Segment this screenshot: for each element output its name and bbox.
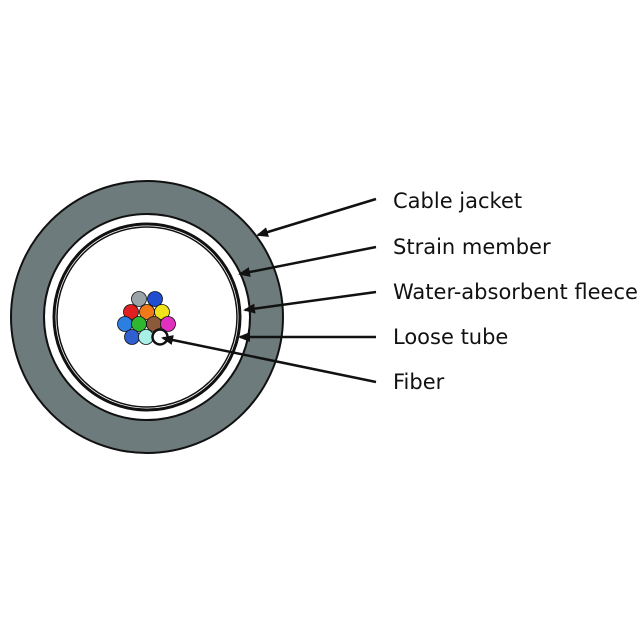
fiber-label: Fiber [393,370,445,394]
fiber-blue-2 [117,316,133,332]
water-absorbent-fleece-pointer [243,290,377,314]
water-absorbent-fleece-label: Water-absorbent fleece [393,280,638,304]
fiber-green [131,316,147,332]
fiber-blue [147,291,163,307]
fiber-pointer [161,335,377,384]
strain-member-pointer [238,245,377,277]
cable-jacket-pointer [256,197,377,237]
loose-tube-label: Loose tube [393,325,508,349]
water-absorbent-fleece [52,222,242,412]
cable-jacket-label: Cable jacket [393,189,522,213]
fiber-blue-3 [124,329,140,345]
fiber-grey [131,291,147,307]
strain-member-label: Strain member [393,235,551,259]
fiber-magenta [160,316,176,332]
fiber-white [151,328,169,346]
